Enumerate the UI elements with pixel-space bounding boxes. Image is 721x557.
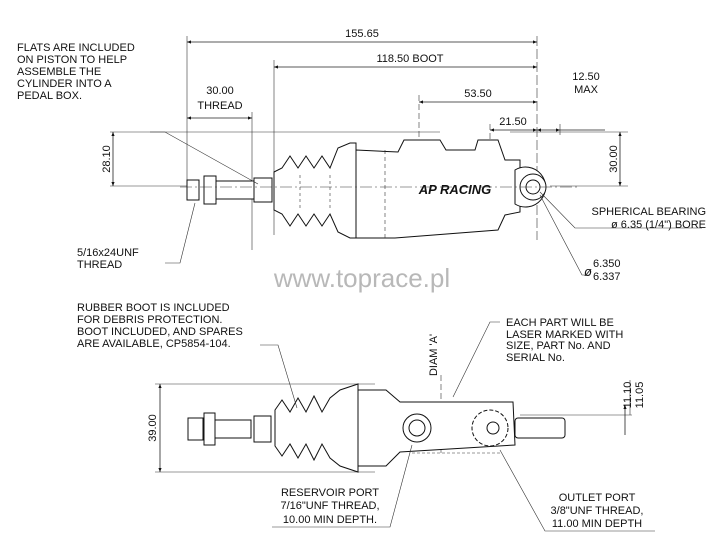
laser-note: EACH PART WILL BE LASER MARKED WITH SIZE… — [506, 317, 623, 364]
dim-thread-value: 30.00 — [206, 85, 234, 97]
note-line: 7/16"UNF THREAD, — [280, 500, 379, 512]
boot-note: RUBBER BOOT IS INCLUDED FOR DEBRIS PROTE… — [77, 302, 243, 350]
note-line: OUTLET PORT — [559, 492, 636, 504]
note-line: FOR DEBRIS PROTECTION. — [77, 314, 222, 326]
note-line: FLATS ARE INCLUDED — [17, 42, 135, 54]
dim-max-value: 12.50 — [572, 71, 600, 83]
note-line: CYLINDER INTO A — [17, 78, 112, 90]
dim-offset-upper: 11.10 — [622, 382, 634, 409]
side-view: 39.00 11.10 11.05 DIAM 'A' RUBBER BOOT I… — [77, 302, 655, 532]
note-line: ARE AVAILABLE, CP5854-104. — [77, 338, 231, 350]
top-view: 155.65 118.50 BOOT 53.50 21.50 12.50 MAX… — [17, 28, 706, 283]
piston-flats — [253, 177, 273, 203]
lock-nut — [203, 412, 216, 446]
ap-racing-logo: AP RACING — [418, 182, 491, 197]
note-line: PEDAL BOX. — [17, 90, 82, 102]
bearing-note: SPHERICAL BEARING ø 6.35 (1/4") BORE — [591, 206, 706, 231]
note-line: 10.00 MIN DEPTH. — [283, 514, 377, 526]
cylinder-side — [187, 383, 566, 473]
note-line: RESERVOIR PORT — [281, 487, 379, 499]
dim-offset-lower: 11.05 — [634, 382, 646, 409]
dim-21: 21.50 — [499, 116, 527, 128]
dim-overall: 155.65 — [345, 28, 379, 40]
outlet-note: OUTLET PORT 3/8"UNF THREAD, 11.00 MIN DE… — [551, 492, 644, 530]
tolerance-upper: 6.350 — [593, 258, 621, 270]
reservoir-note: RESERVOIR PORT 7/16"UNF THREAD, 10.00 MI… — [280, 487, 379, 526]
flats-note: FLATS ARE INCLUDED ON PISTON TO HELP ASS… — [17, 42, 135, 102]
dim-max-label: MAX — [574, 84, 599, 96]
lock-nut — [203, 175, 217, 205]
note-line: SPHERICAL BEARING — [591, 206, 706, 218]
dim-thread-label: THREAD — [197, 100, 242, 112]
note-line: SERIAL No. — [506, 352, 565, 364]
note-line: THREAD — [77, 259, 122, 271]
watermark: www.toprace.pl — [273, 263, 450, 293]
tolerance-lower: 6.337 — [593, 271, 621, 283]
note-line: ASSEMBLE THE — [17, 66, 101, 78]
thread-note: 5/16x24UNF THREAD — [77, 247, 139, 271]
cylinder-body — [355, 139, 521, 239]
note-line: ON PISTON TO HELP — [17, 54, 127, 66]
rod-end — [514, 417, 566, 439]
note-line: BOOT INCLUDED, AND SPARES — [77, 326, 243, 338]
note-line: RUBBER BOOT IS INCLUDED — [77, 302, 230, 314]
cylinder-top: AP RACING — [180, 139, 580, 239]
note-line: ø 6.35 (1/4") BORE — [611, 219, 706, 231]
diam-a-label: DIAM 'A' — [428, 334, 440, 376]
cylinder-body — [357, 389, 516, 467]
note-line: 11.00 MIN DEPTH — [552, 518, 642, 530]
bore-tolerance: ø 6.350 6.337 — [584, 258, 621, 283]
note-line: SIZE, PART No. AND — [506, 340, 611, 352]
dim-height-right: 30.00 — [608, 145, 620, 173]
dim-height: 39.00 — [147, 414, 159, 442]
rubber-boot — [273, 142, 357, 239]
note-line: 3/8"UNF THREAD, — [551, 505, 644, 517]
dim-height-left: 28.10 — [101, 145, 113, 173]
note-line: LASER MARKED WITH — [506, 329, 623, 341]
dim-boot: 118.50 BOOT — [376, 53, 443, 65]
diameter-symbol: ø — [584, 264, 592, 279]
dim-53: 53.50 — [464, 88, 492, 100]
note-line: 5/16x24UNF — [77, 247, 139, 259]
rubber-boot — [274, 383, 359, 473]
note-line: EACH PART WILL BE — [506, 317, 614, 329]
